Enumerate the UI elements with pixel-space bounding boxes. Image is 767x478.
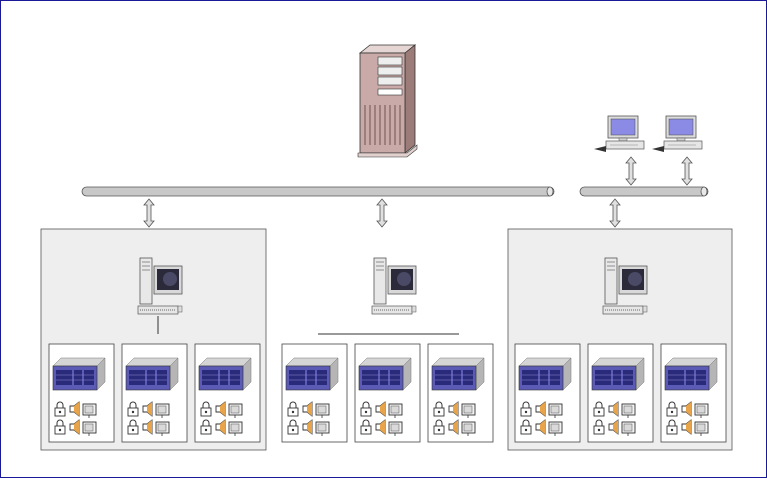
device-units: [48, 343, 727, 443]
client-workstation-icon: [663, 115, 703, 150]
device-unit: [587, 343, 654, 443]
rack-device-icon: [52, 357, 106, 391]
rack-device-icon: [518, 357, 572, 391]
rack-device-icon: [358, 357, 412, 391]
device-unit: [427, 343, 494, 443]
main-network-bus: [81, 186, 555, 197]
client-network-bus: [579, 186, 709, 197]
tower-server-icon: [357, 44, 418, 158]
rack-device-icon: [431, 357, 485, 391]
device-unit: [48, 343, 115, 443]
rack-device-icon: [591, 357, 645, 391]
device-unit: [194, 343, 261, 443]
client-workstation-icon: [605, 115, 645, 150]
rack-device-icon: [125, 357, 179, 391]
rack-device-icon: [664, 357, 718, 391]
device-unit: [514, 343, 581, 443]
device-unit: [660, 343, 727, 443]
device-unit: [354, 343, 421, 443]
rack-device-icon: [198, 357, 252, 391]
device-unit: [121, 343, 188, 443]
rack-device-icon: [285, 357, 339, 391]
device-unit: [281, 343, 348, 443]
